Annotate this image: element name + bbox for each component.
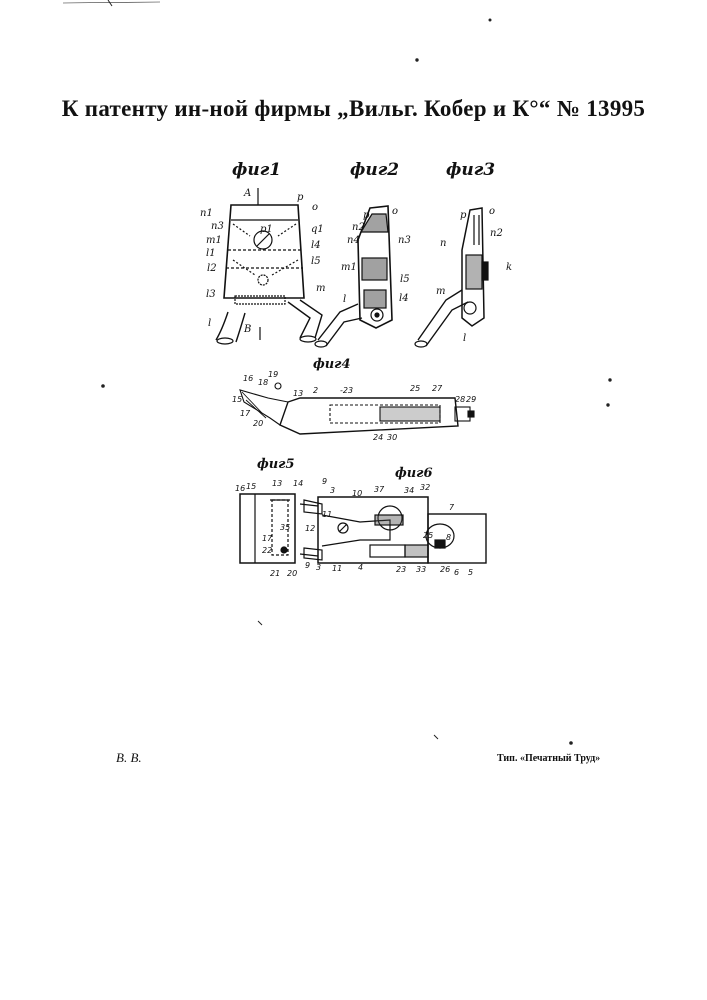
fig6-label: 34 [404, 486, 414, 495]
fig3-drawing [415, 208, 488, 347]
fig1-label: A [243, 188, 251, 199]
fig6-label: 6 [454, 568, 459, 577]
fig2-label: n3 [398, 235, 411, 246]
fig6-label: 23 [396, 565, 406, 574]
fig2-label: n2 [352, 222, 365, 233]
fig6-label: 11 [322, 510, 332, 519]
fig5-label: 13 [272, 479, 282, 488]
fig6-label: 3 [316, 563, 321, 572]
fig4-label: 25 [410, 384, 420, 393]
fig6-label: 9 [322, 477, 327, 486]
fig4-label: 18 [258, 378, 268, 387]
fig5-label: 22 [262, 546, 272, 555]
fig1-label: o [312, 202, 318, 213]
fig6-label: 25 [423, 531, 433, 540]
fig5-label: 21 [270, 569, 280, 578]
fig4-label: 28 [455, 395, 465, 404]
fig4-label: -23 [340, 386, 353, 395]
fig2-label: o [392, 206, 398, 217]
fig5-label: 35 [280, 523, 290, 532]
fig4-label: 30 [387, 433, 397, 442]
fig3-label: o [489, 206, 495, 217]
fig6-labels: 9 3 10 37 34 32 7 11 12 25 8 9 3 11 4 23… [305, 477, 473, 577]
fig1-label: m1 [206, 235, 222, 246]
fig1-label: l2 [207, 263, 217, 274]
fig1-label: l3 [206, 289, 216, 300]
fig1-label: l5 [311, 256, 321, 267]
fig2-label: l [343, 294, 346, 305]
fig5-label: 16 [235, 484, 245, 493]
fig4-label: 17 [240, 409, 251, 418]
fig4-label: 13 [293, 389, 303, 398]
fig6-label: 11 [332, 564, 342, 573]
fig6-label: 37 [374, 485, 385, 494]
fig6-label: 33 [416, 565, 426, 574]
fig6-label: 3 [330, 486, 335, 495]
fig1-label: m [316, 283, 325, 294]
fig1-label: l1 [206, 248, 216, 259]
fig2-label: n4 [347, 235, 360, 246]
fig4-label: 19 [268, 370, 278, 379]
fig3-label: n [440, 238, 446, 249]
fig2-label: p [363, 210, 370, 221]
fig6-label: 4 [358, 563, 363, 572]
fig1-label: l [208, 318, 211, 329]
fig4-label: 29 [466, 395, 476, 404]
fig4-label: 15 [232, 395, 242, 404]
fig6-label: 12 [305, 524, 315, 533]
fig6-label: 9 [305, 561, 310, 570]
fig6-label: 7 [449, 503, 455, 512]
fig3-label: m [436, 286, 445, 297]
fig1-labels: A p o n1 n3 p1 q1 m1 l1 l4 l2 l5 m l3 l … [200, 188, 325, 335]
fig6-label: 8 [446, 533, 451, 542]
fig1-drawing [216, 188, 322, 344]
footer-initials: В. В. [116, 750, 142, 766]
fig1-label: n3 [211, 221, 224, 232]
fig4-label: 24 [373, 433, 383, 442]
fig5-label: 17 [262, 534, 273, 543]
fig4-label: 2 [313, 386, 318, 395]
fig4-label: 20 [253, 419, 263, 428]
fig2-label: l4 [399, 293, 409, 304]
fig6-drawing [300, 497, 486, 563]
fig1-label: n1 [200, 208, 213, 219]
fig5-label: 14 [293, 479, 303, 488]
fig3-label: k [506, 262, 512, 273]
fig6-label: 32 [420, 483, 430, 492]
fig1-label: p [297, 192, 304, 203]
fig1-label: l4 [311, 240, 321, 251]
fig1-label: p1 [260, 224, 273, 235]
fig3-label: n2 [490, 228, 503, 239]
fig4-label: 27 [432, 384, 443, 393]
fig3-label: l [463, 333, 466, 344]
scan-marks [63, 0, 611, 744]
fig6-label: 26 [440, 565, 450, 574]
fig2-label: m1 [341, 262, 357, 273]
footer-printer: Тип. «Печатный Труд» [497, 753, 600, 764]
fig6-label: 10 [352, 489, 362, 498]
fig1-label: q1 [311, 224, 324, 235]
fig5-label: 20 [287, 569, 297, 578]
fig4-label: 16 [243, 374, 253, 383]
fig2-label: l5 [400, 274, 410, 285]
fig5-label: 15 [246, 482, 256, 491]
fig3-label: p [460, 210, 467, 221]
fig6-label: 5 [468, 568, 473, 577]
fig1-label: B [243, 324, 251, 335]
